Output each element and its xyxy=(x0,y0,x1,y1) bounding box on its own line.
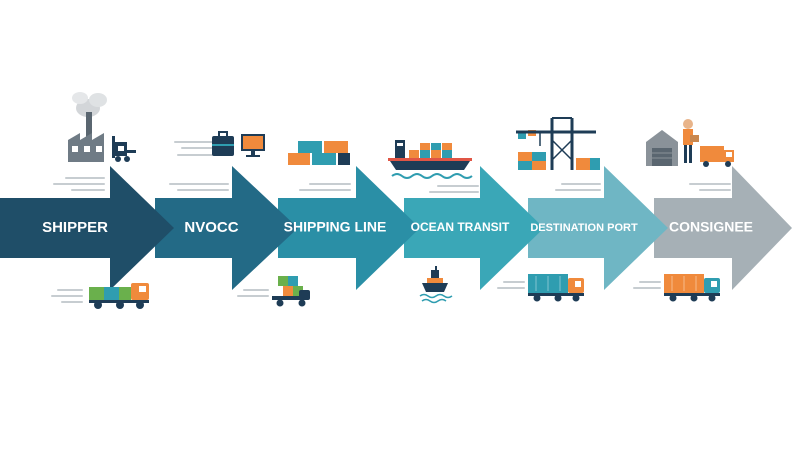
small-truck-icon xyxy=(272,276,310,307)
arrow-step-2 xyxy=(155,166,298,290)
step-label-6: CONSIGNEE xyxy=(669,219,753,235)
delivery-truck-icon xyxy=(89,283,149,309)
containers-icon xyxy=(288,141,350,165)
step-label-4: OCEAN TRANSIT xyxy=(411,220,510,234)
factory-forklift-icon xyxy=(68,92,136,162)
container-truck-icon xyxy=(664,274,720,302)
process-arrows: SHIPPER NVOCC SHIPPING LINE OCEAN TRANSIT DE… xyxy=(0,166,792,290)
arrow-step-6 xyxy=(654,166,792,290)
briefcase-monitor-icon xyxy=(212,131,265,157)
speed-lines xyxy=(51,141,731,303)
step-label-1: SHIPPER xyxy=(42,219,108,236)
warehouse-worker-icon xyxy=(646,119,734,167)
step-label-3: SHIPPING LINE xyxy=(284,219,387,235)
ship-icon xyxy=(419,266,453,304)
cargo-ship-icon xyxy=(388,140,473,179)
arrow-step-5 xyxy=(528,166,668,290)
step-label-2: NVOCC xyxy=(184,219,238,236)
step-label-5: DESTINATION PORT xyxy=(530,222,638,234)
arrow-step-4 xyxy=(404,166,544,290)
arrow-step-3 xyxy=(278,166,420,290)
port-crane-icon xyxy=(516,117,600,170)
container-truck-icon xyxy=(528,274,584,302)
arrow-step-1 xyxy=(0,166,174,290)
